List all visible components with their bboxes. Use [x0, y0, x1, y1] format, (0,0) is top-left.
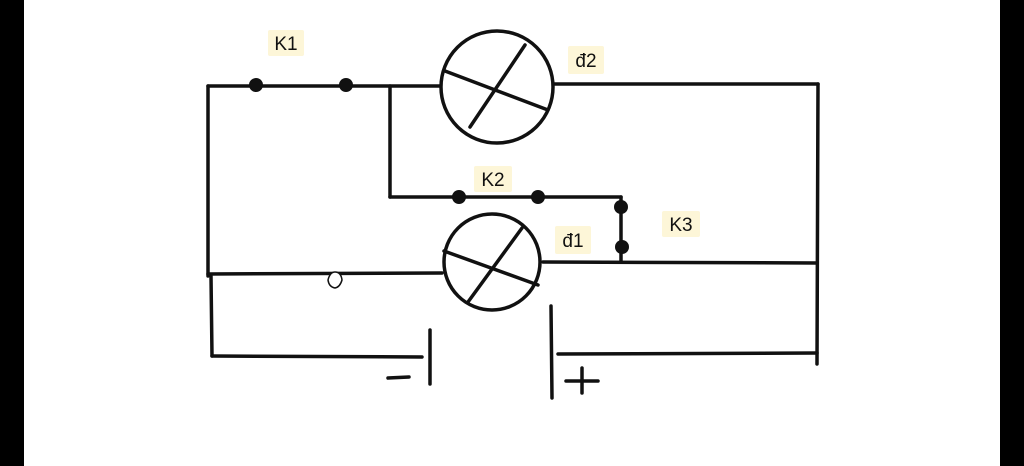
svg-text:đ1: đ1: [562, 231, 583, 252]
k1-contact-right: [339, 78, 353, 92]
wire-lamp1-left: [206, 271, 444, 276]
svg-text:đ2: đ2: [575, 51, 596, 72]
label-d1: đ1: [555, 226, 591, 254]
svg-text:K3: K3: [669, 215, 692, 236]
k3-contact-bottom: [615, 240, 629, 254]
wire-bottom-right: [556, 351, 819, 356]
svg-text:K2: K2: [481, 170, 504, 191]
cursor-icon: [327, 271, 343, 289]
minus-sign: [386, 375, 411, 380]
label-k3: K3: [662, 211, 700, 237]
k2-contact-right: [531, 190, 545, 204]
label-k2: K2: [474, 166, 512, 192]
wire-bottom-left: [210, 354, 424, 359]
k3-contact-top: [614, 200, 628, 214]
wire-left-lower-rail: [209, 274, 214, 358]
svg-text:K1: K1: [274, 34, 297, 55]
k2-contact-left: [452, 190, 466, 204]
plus-sign: [564, 366, 600, 395]
lamp-d1: [442, 212, 542, 312]
label-d2: đ2: [568, 46, 604, 74]
wire-lamp1-right: [541, 260, 819, 265]
wire-right-rail: [815, 82, 820, 366]
lamp-d2: [439, 29, 555, 145]
k1-contact-left: [249, 78, 263, 92]
label-k1: K1: [268, 30, 304, 56]
battery-positive-plate: [549, 304, 554, 400]
